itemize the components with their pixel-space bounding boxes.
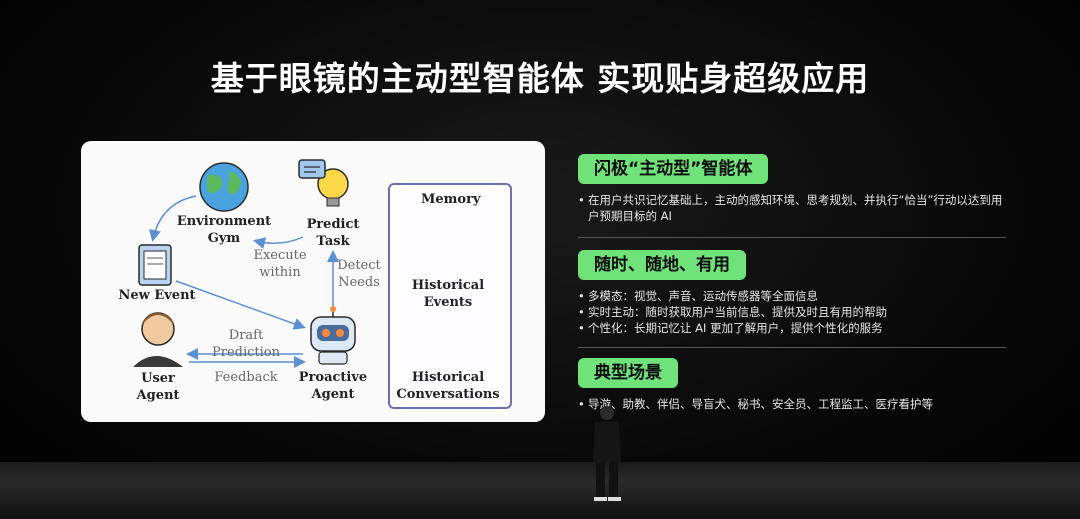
section-heading: 典型场景	[578, 358, 678, 388]
bullet-item: 在用户共识记忆基础上，主动的感知环境、思考规划、并执行“恰当”行动以达到用户预期…	[578, 192, 1008, 224]
label-predict-task: Predict Task	[306, 217, 360, 249]
label-environment-gym: Environment Gym	[176, 214, 272, 246]
bullet-item: 导游、助教、伴侣、导盲犬、秘书、安全员、工程监工、医疗看护等	[578, 396, 1008, 412]
section-proactive-agent: 闪极“主动型”智能体 在用户共识记忆基础上，主动的感知环境、思考规划、并执行“恰…	[578, 154, 1008, 224]
label-feedback: Feedback	[214, 370, 278, 385]
globe-icon	[199, 162, 249, 212]
arrow-event-to-agent	[175, 280, 306, 330]
label-new-event: New Event	[118, 288, 196, 303]
section-divider	[578, 237, 1006, 238]
chat-icon	[298, 159, 326, 179]
memory-box	[388, 183, 512, 409]
label-historical-conversations: Historical Conversations	[396, 370, 500, 402]
speaker-figure	[593, 406, 621, 501]
robot-icon	[310, 306, 356, 365]
arrow-gym-to-event	[149, 195, 197, 242]
label-historical-events: Historical Events	[411, 278, 485, 310]
document-icon	[138, 244, 172, 286]
bullet-item: 实时主动：随时获取用户当前信息、提供及时且有用的帮助	[578, 304, 1008, 320]
section-heading: 闪极“主动型”智能体	[578, 154, 769, 184]
section-anytime-anywhere: 随时、随地、有用 多模态：视觉、声音、运动传感器等全面信息 实时主动：随时获取用…	[578, 250, 1008, 336]
stage-floor	[0, 462, 1080, 519]
bullet-item: 多模态：视觉、声音、运动传感器等全面信息	[578, 288, 1008, 304]
label-execute-within: Execute within	[253, 248, 307, 280]
section-bullets: 在用户共识记忆基础上，主动的感知环境、思考规划、并执行“恰当”行动以达到用户预期…	[578, 192, 1008, 224]
label-detect-needs: Detect Needs	[337, 258, 381, 290]
label-user-agent: User Agent	[136, 371, 180, 403]
user-avatar-icon	[133, 312, 183, 367]
arrow-task-to-gym	[253, 236, 304, 249]
label-draft-prediction: Draft Prediction	[212, 328, 280, 360]
section-typical-scenarios: 典型场景 导游、助教、伴侣、导盲犬、秘书、安全员、工程监工、医疗看护等	[578, 358, 1008, 412]
section-bullets: 导游、助教、伴侣、导盲犬、秘书、安全员、工程监工、医疗看护等	[578, 396, 1008, 412]
section-heading: 随时、随地、有用	[578, 250, 746, 280]
slide-title: 基于眼镜的主动型智能体 实现贴身超级应用	[210, 59, 870, 98]
label-memory: Memory	[421, 192, 481, 207]
agent-diagram: Environment Gym Predict Task Execute wit…	[81, 141, 545, 422]
section-divider	[578, 347, 1006, 348]
section-bullets: 多模态：视觉、声音、运动传感器等全面信息 实时主动：随时获取用户当前信息、提供及…	[578, 288, 1008, 336]
label-proactive-agent: Proactive Agent	[298, 370, 368, 402]
diagram-arrows	[133, 159, 486, 368]
bullet-item: 个性化：长期记忆让 AI 更加了解用户，提供个性化的服务	[578, 320, 1008, 336]
